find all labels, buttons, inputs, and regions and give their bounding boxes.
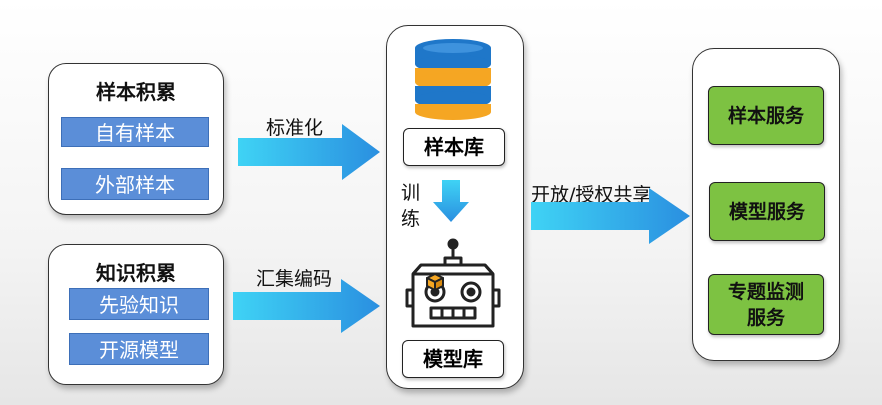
sample-service-box: 样本服务: [708, 86, 824, 145]
model-service-label: 模型服务: [728, 200, 805, 223]
database-icon: [415, 39, 491, 120]
sample-library-label: 样本库: [403, 128, 505, 166]
open-source-models-item: 开源模型: [69, 333, 209, 365]
prior-knowledge-item: 先验知识: [69, 288, 209, 320]
model-library-label: 模型库: [402, 340, 504, 378]
standardize-label: 标准化: [266, 117, 324, 139]
open-share-label: 开放/授权共享: [531, 184, 652, 206]
topic-monitor-label-line2: 服务: [746, 306, 785, 329]
own-samples-item: 自有样本: [61, 117, 209, 147]
model-service-box: 模型服务: [709, 182, 825, 241]
train-label-1: 训: [401, 182, 421, 204]
train-down-arrow: [433, 180, 469, 222]
train-label-2: 练: [401, 208, 421, 230]
sample-accumulation-title: 样本积累: [96, 80, 176, 104]
open-share-arrow: [531, 188, 690, 244]
aggregate-encode-arrow: [233, 279, 380, 333]
standardize-arrow: [238, 124, 380, 180]
robot-model-icon: [405, 238, 501, 328]
sample-service-label: 样本服务: [727, 104, 804, 127]
topic-monitor-service-box: 专题监测 服务: [708, 274, 824, 335]
topic-monitor-label-line1: 专题监测: [727, 280, 804, 303]
sample-accumulation-panel: 样本积累 自有样本 外部样本: [48, 63, 224, 215]
knowledge-accumulation-title: 知识积累: [96, 261, 176, 285]
aggregate-encode-label: 汇集编码: [256, 268, 333, 290]
knowledge-accumulation-panel: 知识积累 先验知识 开源模型: [48, 244, 224, 385]
external-samples-item: 外部样本: [61, 168, 209, 200]
